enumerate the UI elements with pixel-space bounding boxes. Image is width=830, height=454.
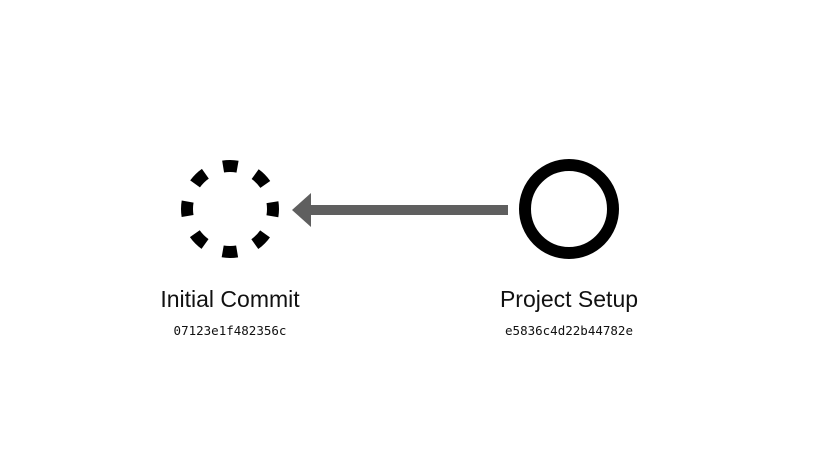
arrow-head <box>292 193 311 227</box>
arrow-shaft <box>310 205 508 215</box>
commit-node-initial[interactable] <box>181 160 279 258</box>
commit-message-label: Project Setup <box>499 286 639 312</box>
commit-hash-label: e5836c4d22b44782e <box>505 323 633 338</box>
parent-arrow <box>292 193 508 227</box>
commit-hash-label: 07123e1f482356c <box>173 323 287 338</box>
commit-node-project-setup[interactable] <box>519 159 619 259</box>
commit-message-label: Initial Commit <box>160 286 300 312</box>
